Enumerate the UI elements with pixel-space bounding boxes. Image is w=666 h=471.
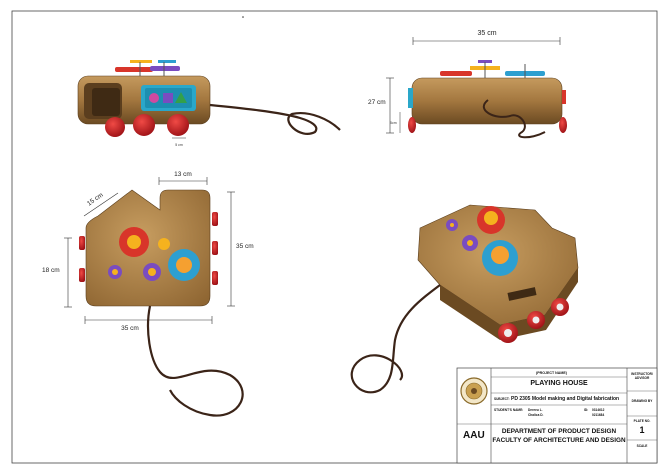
front-view: 5 cm: [77, 60, 341, 147]
dim-left-height: 18 cm: [42, 267, 60, 274]
student-label: STUDENT'S NAME:: [494, 408, 524, 412]
dim-small-left: 5cm: [390, 121, 397, 125]
dim-height: 27 cm: [368, 99, 386, 106]
instructor-label: INSTRUCTOR/ ADVISOR: [631, 372, 653, 380]
faculty: FACULTY OF ARCHITECTURE AND DESIGN: [492, 437, 626, 444]
drawn-by-label: DRAWING BY: [631, 399, 653, 403]
dim-tiny-front: 5 cm: [175, 143, 183, 147]
scale-label: SCALE: [636, 444, 648, 448]
perspective-view: [350, 204, 579, 394]
plate-no-label: PLATE NO.: [633, 419, 651, 423]
id-2: 0211684: [592, 413, 605, 417]
dim-bottom-width: 35 cm: [121, 325, 139, 332]
student-1: Dereeu L.: [528, 408, 543, 412]
id-1: 0314612: [592, 408, 605, 412]
dim-diag: 15 cm: [86, 192, 105, 208]
dim-top-width: 35 cm: [477, 30, 496, 37]
plate-no: 1: [639, 425, 645, 435]
aau-seal-icon: [460, 377, 488, 405]
subject-label: SUBJECT:: [494, 397, 510, 401]
project-name-label: (PROJECT NAME): [536, 371, 567, 375]
id-label: ID:: [584, 408, 589, 412]
department: DEPARTMENT OF PRODUCT DESIGN: [501, 428, 617, 435]
side-view: 35 cm 27 cm 5cm: [368, 30, 567, 139]
project-name: PLAYING HOUSE: [530, 380, 588, 387]
university-abbr: AAU: [463, 430, 485, 441]
top-view: 15 cm 13 cm 35 cm 18 cm 35 cm: [42, 171, 254, 417]
subject: PD 2305 Model making and Digital fabrica…: [511, 396, 620, 402]
student-2: Chalica D.: [528, 413, 544, 417]
dim-bump-width: 13 cm: [174, 171, 192, 178]
dim-side-height: 35 cm: [236, 243, 254, 250]
title-block: [456, 367, 658, 464]
sheet-border: [11, 10, 658, 464]
